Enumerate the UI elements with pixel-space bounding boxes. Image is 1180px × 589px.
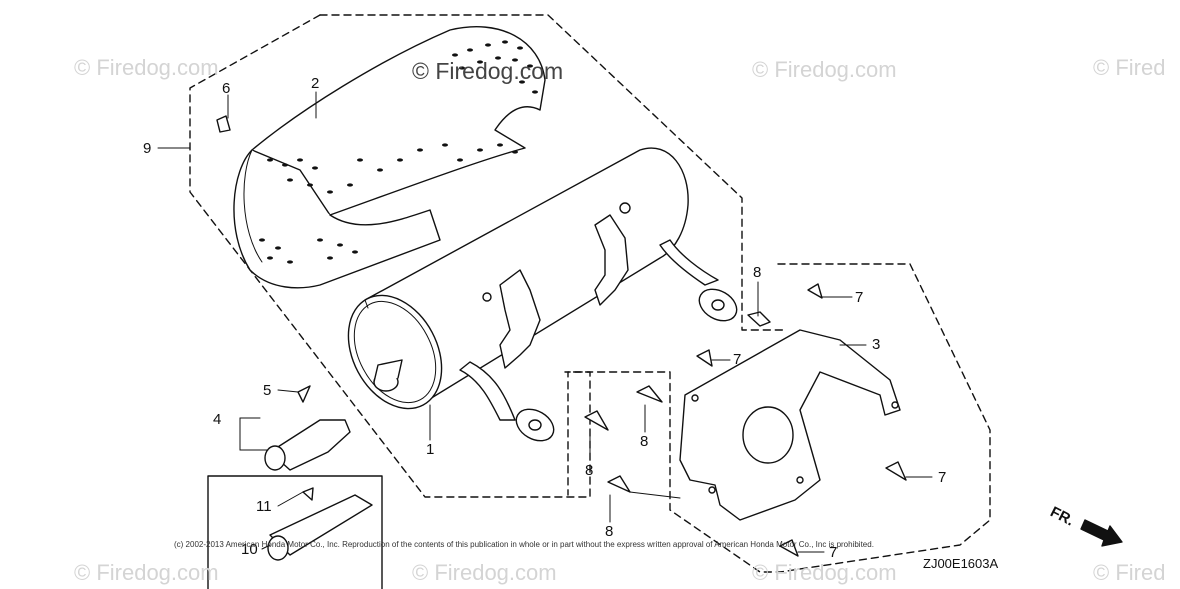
callout-5: 5 <box>263 382 272 399</box>
callout-8: 8 <box>640 433 649 450</box>
callout-3: 3 <box>872 336 881 353</box>
callout-7: 7 <box>855 289 864 306</box>
fasteners <box>216 115 907 557</box>
muffler <box>347 147 689 410</box>
callout-2: 2 <box>311 75 320 92</box>
callout-8: 8 <box>585 462 594 479</box>
heat-shield-perforations <box>259 40 538 264</box>
front-direction-arrow <box>1080 519 1123 547</box>
watermark-top-right: © Firedog.com <box>752 57 897 82</box>
callout-4: 4 <box>213 411 222 428</box>
watermark-bottom-edge: © Fired <box>1093 560 1166 585</box>
callout-6: 6 <box>222 80 231 97</box>
exhaust-pipes <box>459 239 738 442</box>
callout-9: 9 <box>143 140 152 157</box>
optional-parts-frame <box>207 475 383 589</box>
muffler-bracket-plate <box>679 329 901 521</box>
callout-7: 7 <box>733 351 742 368</box>
watermark-bottom-left: © Firedog.com <box>74 560 219 585</box>
tailpipe-extension <box>264 419 351 471</box>
group-outline-main <box>319 14 786 331</box>
watermark-bottom-mid: © Firedog.com <box>412 560 557 585</box>
muffler-brackets <box>482 202 631 369</box>
callout-7: 7 <box>938 469 947 486</box>
heat-shield <box>233 26 546 289</box>
watermark-bottom-right: © Firedog.com <box>752 560 897 585</box>
spark-arrester <box>267 494 373 561</box>
callout-10: 10 <box>241 541 258 558</box>
callout-1: 1 <box>426 441 435 458</box>
watermark-top-left: © Firedog.com <box>74 55 219 80</box>
diagram-code: ZJ00E1603A <box>923 556 999 571</box>
callout-11: 11 <box>256 498 272 515</box>
copyright-notice: (c) 2002-2013 American Honda Motor Co., … <box>174 540 874 549</box>
callout-8: 8 <box>753 264 762 281</box>
callout-7: 7 <box>829 544 838 561</box>
callout-8: 8 <box>605 523 614 540</box>
group-outline-main-left <box>189 14 591 498</box>
watermark-top-edge: © Fired <box>1093 55 1166 80</box>
leader-lines <box>157 91 933 553</box>
watermark-main: © Firedog.com <box>412 58 564 84</box>
